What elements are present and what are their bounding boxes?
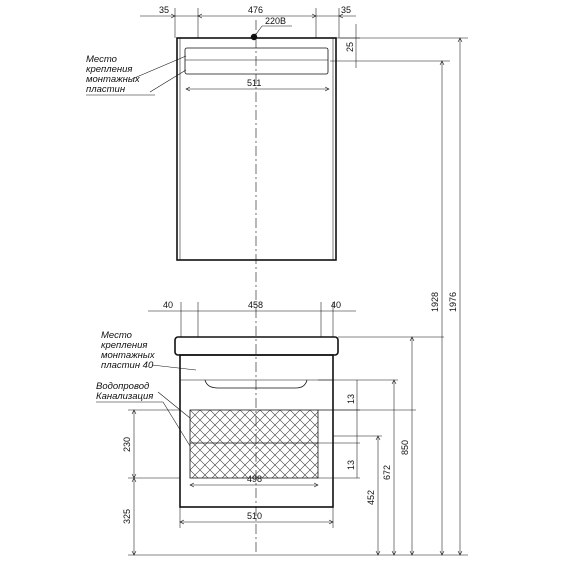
socket-voltage-label: 220В [265,16,286,26]
pipe-zone-hatching [190,410,318,478]
svg-text:пластин: пластин [86,84,126,95]
mirror-right-margin-label: 35 [341,5,351,15]
svg-text:крепления: крепления [101,340,148,351]
cabinet-top-dimensions: 40 458 40 [148,300,356,337]
cabinet-bottom-width-dimension: 510 [179,507,334,528]
mirror-inner-width-dimension: 511 [185,78,330,92]
mirror-mount-note: Место крепления монтажных пластин [86,54,187,96]
mirror-top-dimensions: 35 476 35 [140,5,356,38]
svg-text:Место: Место [101,330,132,341]
height-672-label: 672 [382,465,392,480]
svg-text:Водопровод: Водопровод [96,381,149,392]
cabinet-inner-width-dimension: 498 [189,474,319,488]
pipes-note: Водопровод Канализация [96,381,191,447]
svg-text:Канализация: Канализация [96,391,153,402]
svg-text:Место: Место [86,54,117,65]
svg-text:крепления: крепления [86,64,133,75]
vanity-cabinet [174,336,339,508]
mirror-top-offset-dimension: 25 [330,24,360,68]
pipe-zone-lower-label: 13 [346,460,356,470]
svg-text:пластин 40: пластин 40 [101,360,154,371]
svg-text:монтажных: монтажных [86,74,141,85]
cabinet-mount-note: Место крепления монтажных пластин 40 [101,330,197,371]
height-1928-label: 1928 [430,292,440,312]
overall-height-dimensions: 1928 1976 [340,37,468,556]
mirror-width-label: 476 [248,5,263,15]
height-1976-label: 1976 [448,292,458,312]
height-325-label: 325 [122,509,132,524]
svg-text:монтажных: монтажных [101,350,156,361]
mirror-left-margin-label: 35 [159,5,169,15]
cabinet-bottom-width-label: 510 [247,511,262,521]
power-socket-marker: 220В [250,16,292,41]
pipe-zone-upper-label: 13 [346,394,356,404]
cabinet-right-margin-label: 40 [331,300,341,310]
cabinet-inner-width-label: 498 [247,474,262,484]
mirror-top-offset-label: 25 [345,42,355,52]
height-230-label: 230 [122,437,132,452]
right-height-dimensions: 452 672 850 [318,336,444,556]
cabinet-left-margin-label: 40 [163,300,173,310]
mirror-cabinet [176,37,337,261]
height-452-label: 452 [366,490,376,505]
pipe-zone-dimensions: 13 13 [318,380,360,479]
height-850-label: 850 [400,440,410,455]
mirror-inner-width-label: 511 [247,78,261,88]
cabinet-width-label: 458 [248,300,263,310]
left-height-dimensions: 230 325 [122,409,356,556]
